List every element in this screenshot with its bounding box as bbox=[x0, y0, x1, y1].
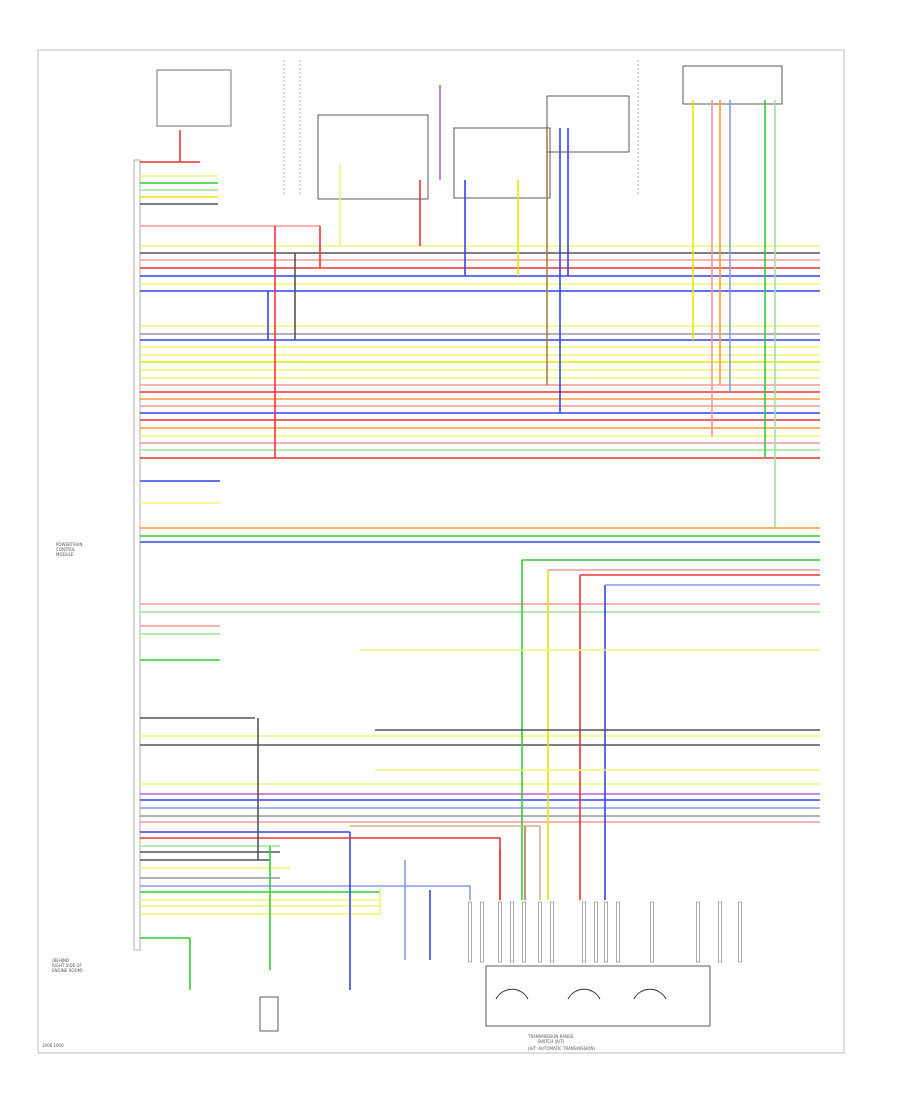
connector-pin bbox=[510, 901, 514, 963]
connector-pin bbox=[696, 901, 700, 963]
switch-arc bbox=[633, 988, 667, 1000]
tcm-label: TRANSMISSION RANGE SWITCH (A/T) bbox=[528, 1034, 574, 1044]
connector-pin bbox=[468, 901, 472, 963]
connector-pin bbox=[550, 901, 554, 963]
connector-pin bbox=[650, 901, 654, 963]
sensor-box-top bbox=[546, 95, 630, 153]
connector-pin bbox=[616, 901, 620, 963]
pin-group bbox=[468, 901, 742, 963]
connector-pin bbox=[718, 901, 722, 963]
wire-group bbox=[140, 85, 820, 990]
transmission-range-switch-box bbox=[485, 965, 711, 1027]
connector-pin bbox=[538, 901, 542, 963]
bottom-sensor-box bbox=[259, 996, 279, 1032]
connector-pin bbox=[594, 901, 598, 963]
gauge-group bbox=[495, 988, 667, 1000]
ecm-connector-block bbox=[133, 159, 141, 951]
bend-wire bbox=[280, 837, 501, 900]
switch-arc bbox=[495, 988, 529, 1000]
switch-arc bbox=[567, 988, 601, 1000]
ecm-location-label: (BEHIND RIGHT SIDE OF ENGINE ROOM) bbox=[52, 958, 83, 973]
connector-pin bbox=[480, 901, 484, 963]
tcm-sub-label: (A/T: AUTOMATIC TRANSMISSION) bbox=[528, 1046, 596, 1051]
connector-pin bbox=[738, 901, 742, 963]
diagram-frame bbox=[37, 49, 845, 1054]
connector-pin bbox=[582, 901, 586, 963]
ecm-label: POWERTRAIN CONTROL MODULE bbox=[56, 542, 83, 557]
connector-pin bbox=[498, 901, 502, 963]
top-right-component-box bbox=[682, 65, 783, 105]
relay-box-middle bbox=[453, 127, 551, 199]
top-left-component-box bbox=[156, 69, 232, 127]
relay-box-left bbox=[317, 114, 429, 200]
bend-wire bbox=[380, 885, 471, 900]
footer-code: 1006 1000 bbox=[42, 1043, 64, 1048]
connector-pin bbox=[604, 901, 608, 963]
connector-pin bbox=[522, 901, 526, 963]
